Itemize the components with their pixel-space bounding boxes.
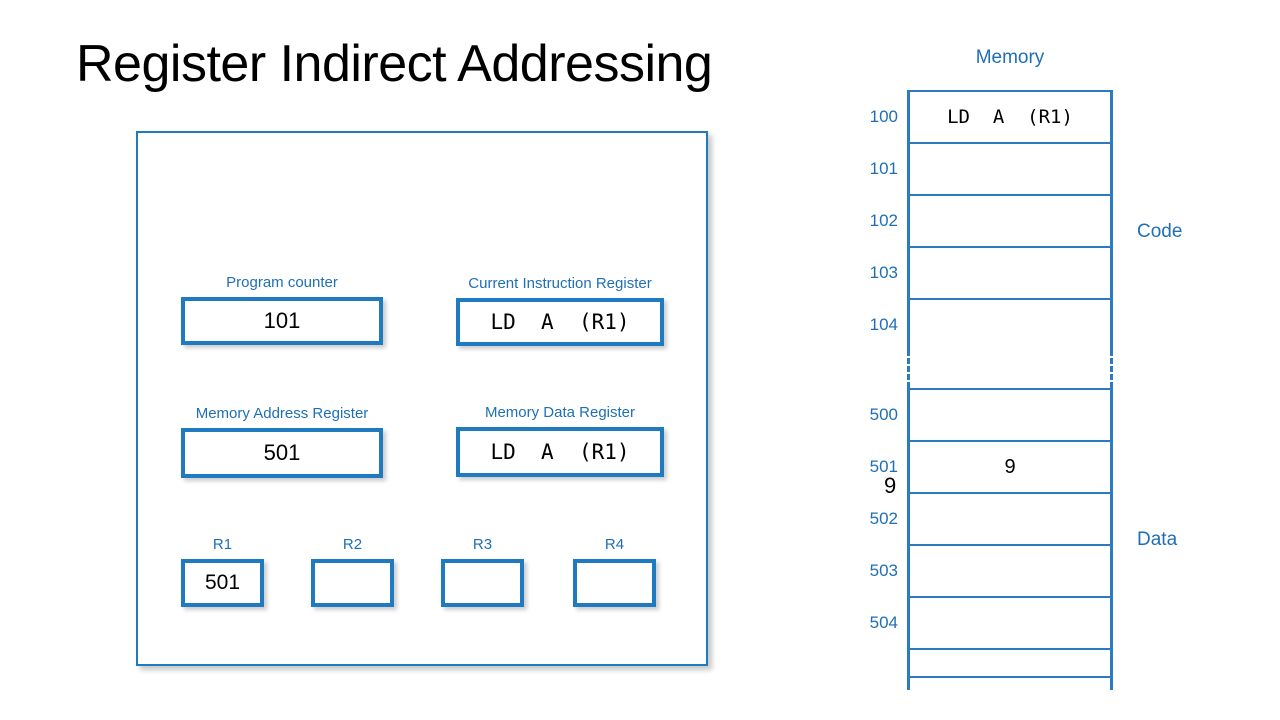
register-value-program-counter: 101 — [263, 308, 301, 333]
register-label-memory-data-register: Memory Data Register — [484, 404, 636, 421]
register-label-memory-address-register: Memory Address Register — [195, 405, 369, 422]
memory-section-label-data: Data — [1137, 529, 1178, 550]
memory-bottom-tick-left — [907, 678, 910, 690]
memory-address-label: 101 — [869, 159, 898, 178]
memory-row[interactable]: 101 — [870, 142, 1113, 194]
memory-address-label: 500 — [869, 405, 898, 424]
register-box-program-counter[interactable]: 101 — [181, 297, 383, 345]
register-box-r3[interactable] — [441, 559, 524, 607]
memory-row[interactable]: 102 — [870, 194, 1113, 246]
register-current-instruction-register: Current Instruction Register LD A (R1) — [456, 275, 664, 346]
register-box-r2[interactable] — [311, 559, 394, 607]
memory-row[interactable]: 503 — [870, 544, 1113, 596]
memory-address-label: 503 — [869, 561, 898, 580]
register-r1: R1 501 — [181, 536, 264, 607]
register-value-current-instruction-register: LD A (R1) — [490, 310, 630, 334]
memory-row[interactable]: 500 — [870, 388, 1113, 440]
register-label-program-counter: Program counter — [226, 274, 338, 291]
register-box-r4[interactable] — [573, 559, 656, 607]
register-program-counter: Program counter 101 — [181, 274, 383, 345]
memory-row[interactable]: 502 — [870, 492, 1113, 544]
memory-bottom-tick-right — [1110, 678, 1113, 690]
memory-title: Memory — [975, 47, 1045, 68]
memory-elided-gap — [907, 350, 1113, 388]
register-box-memory-data-register[interactable]: LD A (R1) — [456, 427, 664, 477]
memory-bottom-edge — [907, 678, 1113, 690]
register-box-r1[interactable]: 501 — [181, 559, 264, 607]
register-memory-address-register: Memory Address Register 501 — [181, 405, 383, 478]
register-label-current-instruction-register: Current Instruction Register — [468, 275, 652, 292]
memory-address-label: 103 — [869, 263, 898, 282]
register-r4: R4 — [573, 536, 656, 607]
register-value-r1: 501 — [204, 571, 241, 594]
memory-value-annotation: 9 — [884, 473, 897, 498]
register-box-current-instruction-register[interactable]: LD A (R1) — [456, 298, 664, 346]
memory-section-label-code: Code — [1137, 221, 1183, 242]
memory-address-label: 501 — [869, 457, 898, 476]
memory-row-partial — [907, 648, 1113, 678]
memory-address-label: 100 — [869, 107, 898, 126]
register-label-r2: R2 — [342, 536, 363, 553]
memory-row[interactable]: 104 — [870, 298, 1113, 350]
register-r2: R2 — [311, 536, 394, 607]
memory-address-label: 502 — [869, 509, 898, 528]
memory-cell-value: LD A (R1) — [947, 106, 1073, 128]
register-label-r4: R4 — [604, 536, 625, 553]
page-title: Register Indirect Addressing — [76, 35, 713, 93]
register-label-r1: R1 — [212, 536, 233, 553]
memory-address-label: 102 — [869, 211, 898, 230]
memory-cell-value: 9 — [1004, 455, 1016, 478]
memory-address-label: 104 — [869, 315, 898, 334]
register-r3: R3 — [441, 536, 524, 607]
register-label-r3: R3 — [472, 536, 493, 553]
register-memory-data-register: Memory Data Register LD A (R1) — [456, 404, 664, 477]
memory-row[interactable]: 100 LD A (R1) — [870, 90, 1113, 142]
memory-row[interactable]: 103 — [870, 246, 1113, 298]
memory-row[interactable]: 504 — [870, 596, 1113, 648]
memory-address-label: 504 — [869, 613, 898, 632]
register-value-memory-data-register: LD A (R1) — [490, 440, 630, 464]
register-box-memory-address-register[interactable]: 501 — [181, 428, 383, 478]
register-value-memory-address-register: 501 — [263, 440, 301, 465]
memory-row[interactable]: 501 9 — [870, 440, 1113, 492]
